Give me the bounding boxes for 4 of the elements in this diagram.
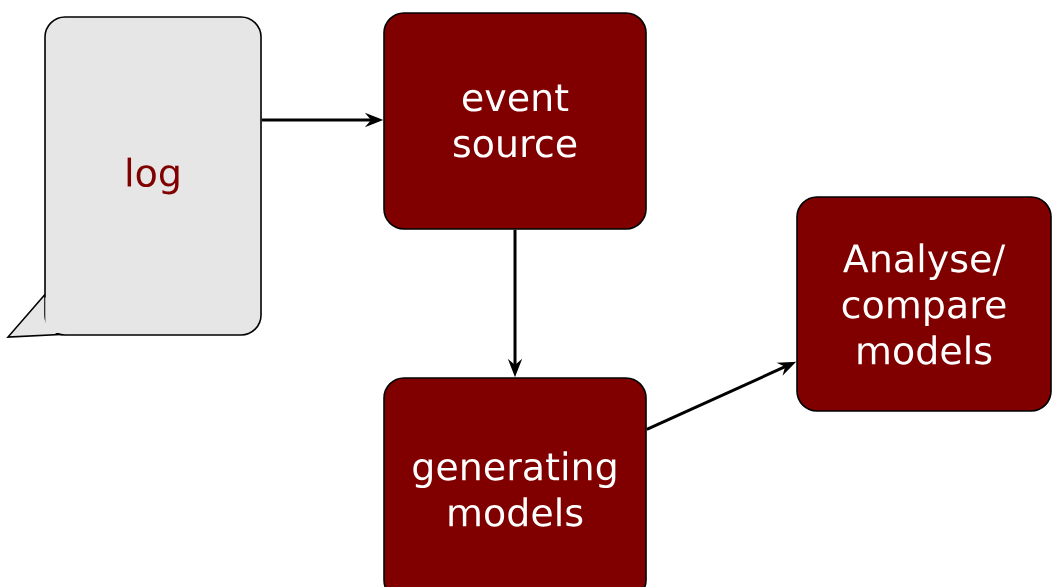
process-box: Analyse/ compare models xyxy=(796,196,1052,412)
process-box: event source xyxy=(383,12,647,230)
process-box: generating models xyxy=(383,377,647,587)
speech-bubble: log xyxy=(6,16,262,338)
